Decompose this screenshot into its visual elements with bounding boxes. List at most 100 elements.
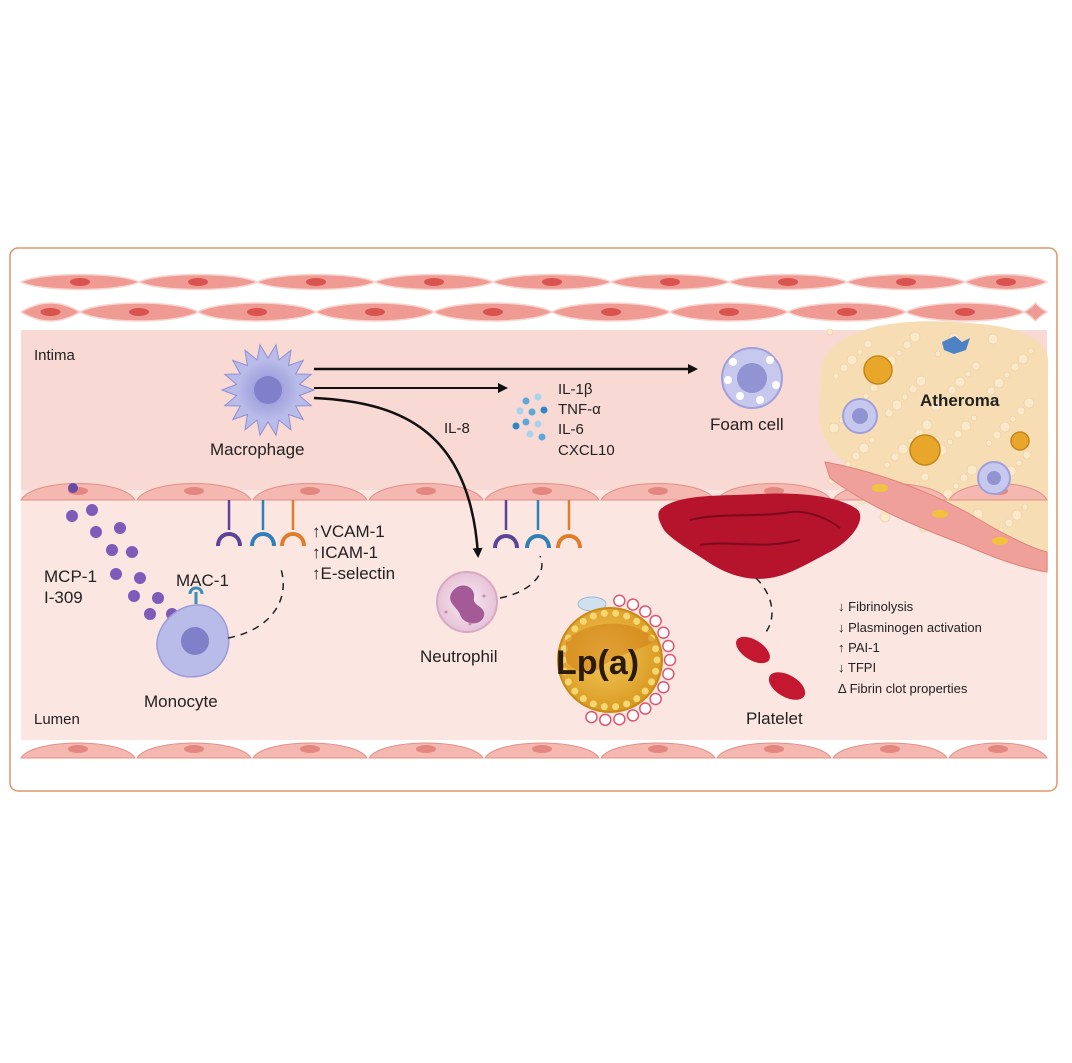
phospholipid-head <box>559 656 567 664</box>
smooth-muscle-nucleus <box>188 278 208 286</box>
lipid-droplet <box>1016 406 1026 416</box>
phospholipid-head <box>579 695 587 703</box>
neutrophil-cell <box>436 571 498 633</box>
lipid-droplet <box>862 392 870 400</box>
smooth-muscle-nucleus <box>837 308 857 316</box>
cytokine-label-4: CXCL10 <box>558 442 615 459</box>
lipid-droplet <box>884 408 894 418</box>
lipid-droplet <box>909 331 921 343</box>
endothelial-nucleus <box>764 745 784 753</box>
lipid-droplet <box>826 328 834 336</box>
endothelial-nucleus <box>532 487 552 495</box>
lipid-droplet <box>953 429 963 439</box>
kringle-domain <box>662 667 675 681</box>
endothelial-nucleus <box>648 745 668 753</box>
lipid-droplet <box>846 354 858 366</box>
adhesion-receptors-left <box>216 500 306 547</box>
lipid-droplet <box>891 399 903 411</box>
lipid-droplet <box>858 442 870 454</box>
kringle-domain <box>613 594 626 607</box>
lipid-droplet <box>971 361 981 371</box>
cytokine-particles <box>512 393 548 441</box>
lipid-droplet <box>986 386 996 396</box>
il8-label: IL-8 <box>444 420 470 437</box>
smooth-muscle-nucleus <box>601 308 621 316</box>
mac1-label: MAC-1 <box>176 571 229 590</box>
smooth-muscle-nucleus <box>542 278 562 286</box>
endothelial-nucleus <box>300 487 320 495</box>
lumen-label: Lumen <box>34 711 80 728</box>
smooth-muscle-nucleus <box>424 278 444 286</box>
lipid-droplet <box>897 443 909 455</box>
endothelial-nucleus <box>68 745 88 753</box>
kringle-domain <box>613 713 626 726</box>
smooth-muscle-nucleus <box>660 278 680 286</box>
endothelial-nucleus <box>988 745 1008 753</box>
phospholipid-head <box>648 678 656 686</box>
lipid-droplet <box>895 349 903 357</box>
lipid-droplet <box>890 452 900 462</box>
lipid-droplet <box>1022 450 1032 460</box>
lipid-droplet <box>883 461 891 469</box>
cytokine-label-3: IL-6 <box>558 421 584 438</box>
smooth-muscle-nucleus <box>955 308 975 316</box>
phospholipid-head <box>560 667 568 675</box>
lipid-droplet <box>1027 347 1035 355</box>
lipid-droplet <box>942 488 954 500</box>
lipid-droplet <box>832 372 840 380</box>
smooth-muscle-nucleus <box>306 278 326 286</box>
phospholipid-head <box>589 700 597 708</box>
effect-4: ↓ TFPI <box>838 660 876 675</box>
smooth-muscle-nucleus <box>365 308 385 316</box>
lipid-droplet <box>987 333 999 345</box>
endothelial-nucleus <box>532 745 552 753</box>
neutrophil-label: Neutrophil <box>420 647 498 666</box>
lipid-droplet <box>901 393 909 401</box>
phospholipid-head <box>589 612 597 620</box>
lipid-droplet <box>946 438 954 446</box>
lipid-droplet <box>863 339 873 349</box>
kringle-domain <box>585 710 598 724</box>
kringle-domain <box>649 692 662 706</box>
lipid-droplet <box>966 464 978 476</box>
smooth-muscle-layer <box>19 273 1049 322</box>
lipid-droplet <box>1009 415 1017 423</box>
lipid-droplet <box>999 421 1011 433</box>
phospholipid-head <box>633 695 641 703</box>
macrophage-label: Macrophage <box>210 440 305 459</box>
endothelial-nucleus <box>184 487 204 495</box>
endothelial-nucleus <box>416 745 436 753</box>
lipid-droplet <box>1017 353 1029 365</box>
kringle-domain <box>639 605 652 618</box>
smooth-muscle-cell <box>1022 302 1049 322</box>
endothelial-nucleus <box>184 745 204 753</box>
effect-1: ↓ Fibrinolysis <box>838 599 914 614</box>
phospholipid-head <box>623 700 631 708</box>
lipid-droplet <box>952 482 960 490</box>
lipid-droplet <box>934 350 942 358</box>
phospholipid-head <box>600 609 608 617</box>
lipid-droplet <box>992 430 1002 440</box>
lipid-droplet <box>1015 459 1023 467</box>
lipid-droplet <box>856 348 864 356</box>
smooth-muscle-nucleus <box>896 278 916 286</box>
arrow-il8-to-neutrophil <box>313 396 483 558</box>
smooth-muscle-migration <box>824 461 1048 573</box>
phospholipid-head <box>652 667 660 675</box>
lipid-droplet <box>993 377 1005 389</box>
endothelium-row-bottom <box>20 742 1048 759</box>
endothelial-nucleus <box>880 745 900 753</box>
smooth-muscle-nucleus <box>40 308 61 316</box>
phospholipid-head <box>652 645 660 653</box>
kringle-domain <box>662 639 675 653</box>
phospholipid-head <box>571 625 579 633</box>
lipid-droplet <box>1021 503 1029 511</box>
lipid-droplet <box>940 394 948 402</box>
smooth-muscle-nucleus <box>129 308 149 316</box>
effect-5: Δ Fibrin clot properties <box>838 681 968 696</box>
phospholipid-head <box>612 609 620 617</box>
adhesion-label-2: ↑ICAM-1 <box>312 543 378 562</box>
platelets <box>736 636 806 700</box>
kringle-domain <box>639 702 652 715</box>
